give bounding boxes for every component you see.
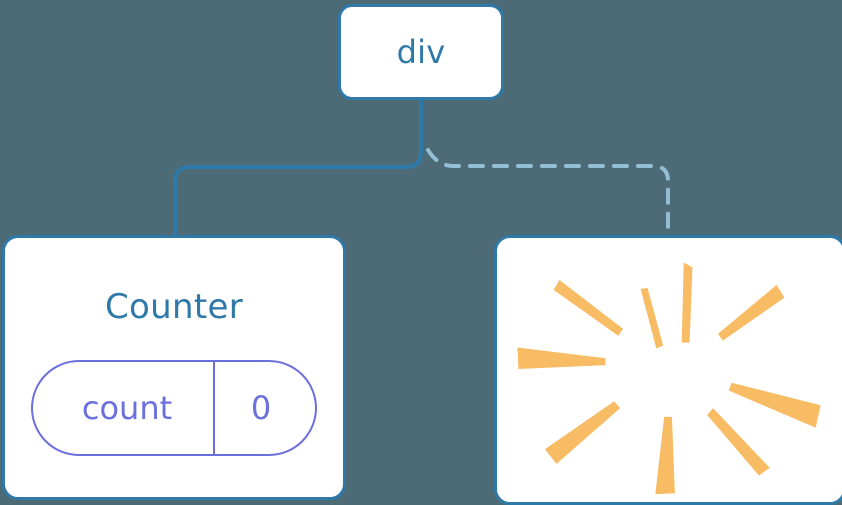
state-key: count [81, 389, 173, 427]
node-div[interactable]: div [338, 4, 504, 100]
burst-ray-n [681, 262, 693, 343]
node-burst[interactable] [494, 235, 842, 505]
edge-div-to-counter [173, 98, 423, 242]
edge-div-to-burst [426, 148, 670, 242]
burst-ray-nw [553, 280, 624, 336]
burst-rays [517, 262, 821, 495]
state-pill-count[interactable]: count 0 [31, 360, 317, 456]
state-value: 0 [250, 389, 272, 427]
burst-ray-e [728, 382, 821, 428]
node-counter[interactable]: Counter count 0 [2, 235, 346, 500]
burst-ray-w [517, 347, 606, 370]
burst-ray-sw [544, 401, 621, 464]
burst-ray-s [655, 416, 675, 495]
burst-ray-nnw [640, 287, 664, 349]
state-divider [213, 362, 215, 454]
burst-sparkle-icon [517, 262, 821, 495]
node-counter-label: Counter [105, 287, 243, 327]
burst-ray-ese [707, 408, 770, 476]
burst-ray-ne [717, 284, 785, 341]
node-div-label: div [396, 33, 446, 71]
